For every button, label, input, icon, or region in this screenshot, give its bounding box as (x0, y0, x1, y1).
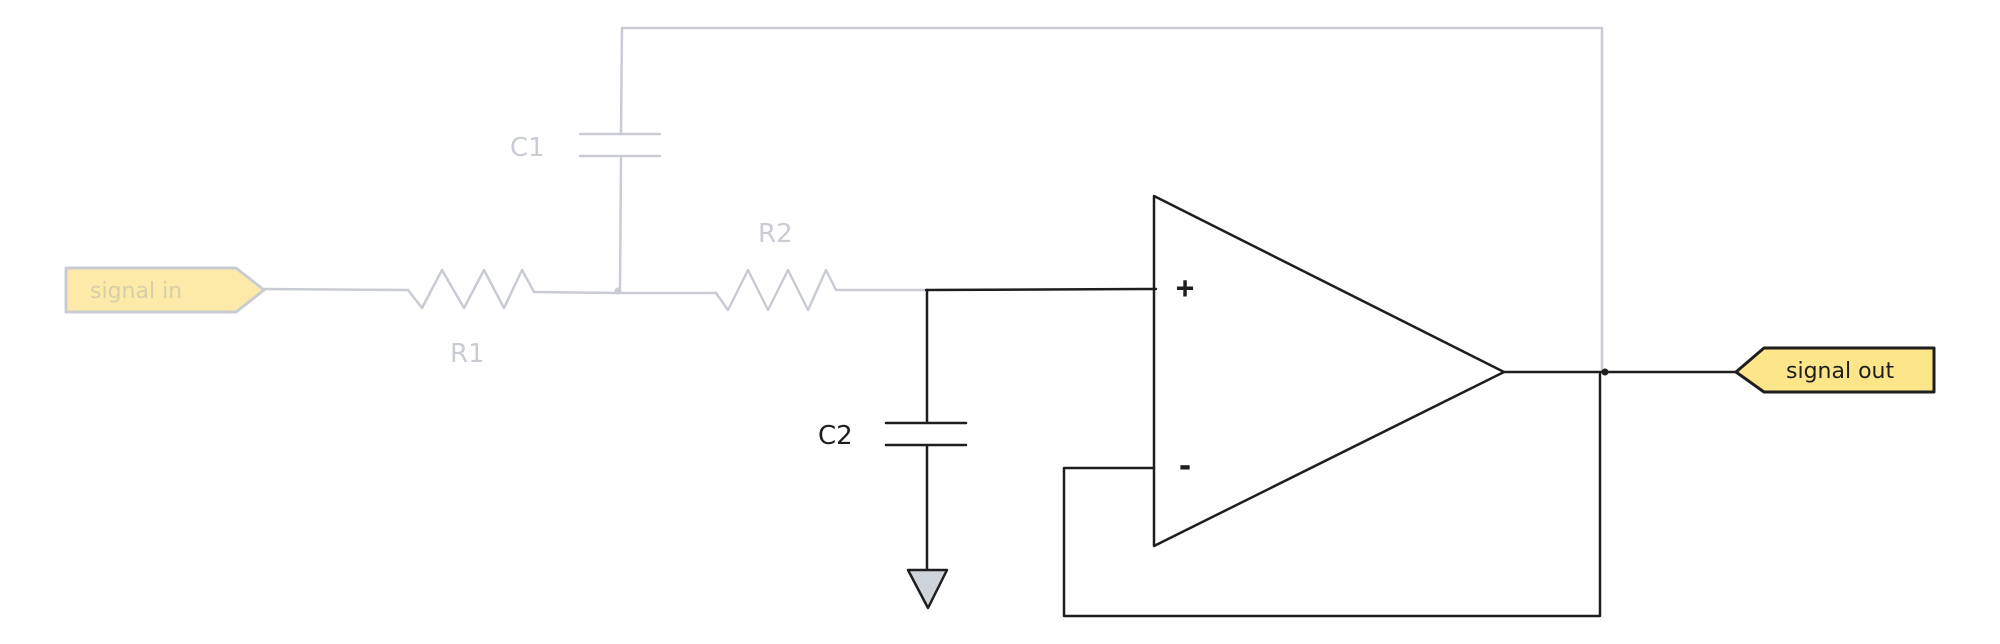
wire-c1-to-feedback (619, 26, 1604, 374)
opamp-minus-label: - (1176, 449, 1194, 484)
c1-label: C1 (510, 133, 545, 163)
wire-junction-to-c1 (618, 156, 623, 290)
signal-in-tag: signal in (64, 266, 266, 314)
wire-input-to-r1 (262, 287, 410, 292)
r1-label: R1 (450, 339, 485, 369)
opamp-plus-label: + (1176, 271, 1194, 306)
wire-negative-feedback (1062, 372, 1602, 618)
r2-label: R2 (758, 219, 793, 249)
wire-r1-to-r2 (532, 290, 718, 295)
signal-out-label: signal out (1786, 359, 1894, 384)
signal-in-label: signal in (90, 279, 182, 304)
signal-out-tag: signal out (1734, 346, 1936, 394)
junction-dot-output (1601, 368, 1609, 376)
resistor-r1 (406, 268, 536, 310)
ground-icon (906, 568, 949, 610)
junction-dot-c1 (614, 287, 622, 295)
resistor-r2 (714, 268, 838, 312)
opamp-triangle (1152, 194, 1506, 548)
c2-label: C2 (818, 421, 853, 451)
capacitor-c2 (884, 421, 968, 447)
wire-node-to-plus-input (924, 287, 1158, 292)
capacitor-c1 (578, 132, 662, 158)
